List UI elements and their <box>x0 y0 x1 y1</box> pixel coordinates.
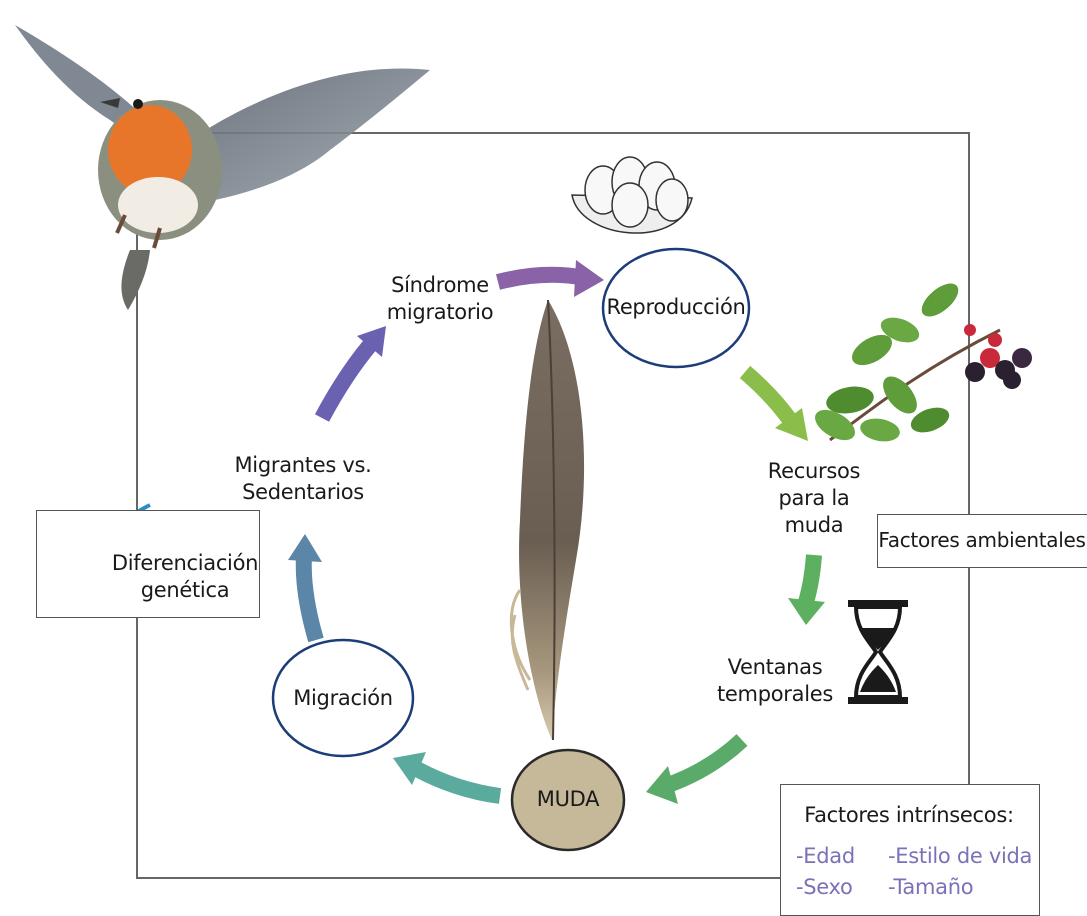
hourglass-icon <box>848 600 908 704</box>
feather-illustration <box>511 300 584 740</box>
arrow-migrantes-to-sindrome <box>322 326 386 418</box>
nest-eggs-illustration <box>572 157 692 233</box>
arrow-recursos-to-ventanas <box>788 555 825 625</box>
sindrome-migratorio-label: Síndrome migratorio <box>370 272 510 326</box>
arrow-migracion-to-migrantes <box>288 534 322 640</box>
arrow-reproduccion-to-recursos <box>745 372 808 441</box>
migracion-label: Migración <box>278 685 408 712</box>
diferenciacion-genetica-label: Diferenciación genética <box>110 550 260 604</box>
muda-label: MUDA <box>518 786 618 813</box>
sindrome-line1: Síndrome <box>370 272 510 299</box>
recursos-muda-label: Recursos para la muda <box>764 458 864 539</box>
ventanas-line1: Ventanas <box>710 654 840 681</box>
arrow-sindrome-to-reproduccion <box>498 260 604 297</box>
robin-bird-illustration <box>15 25 430 310</box>
intrinseco-edad: -Edad <box>796 843 876 870</box>
migrantes-sedentarios-label: Migrantes vs. Sedentarios <box>228 452 378 506</box>
arrow-muda-to-migracion <box>393 752 500 796</box>
intrinseco-tamano: -Tamaño <box>888 874 1034 901</box>
recursos-line2: para la <box>764 485 864 512</box>
ventanas-temporales-label: Ventanas temporales <box>710 654 840 708</box>
recursos-line3: muda <box>764 512 864 539</box>
intrinseco-estilo-de-vida: -Estilo de vida <box>888 843 1034 870</box>
diferenciacion-line2: genética <box>110 577 260 604</box>
migrantes-line1: Migrantes vs. <box>228 452 378 479</box>
factores-ambientales-label: Factores ambientales <box>877 527 1087 554</box>
arrow-ventanas-to-muda <box>646 740 742 804</box>
intrinseco-sexo: -Sexo <box>796 874 876 901</box>
factores-intrinsecos-title: Factores intrínsecos: <box>788 802 1030 829</box>
diferenciacion-line1: Diferenciación <box>110 550 260 577</box>
blackberry-branch-illustration <box>810 277 1032 446</box>
reproduccion-label: Reproducción <box>606 294 746 321</box>
sindrome-line2: migratorio <box>370 299 510 326</box>
ventanas-line2: temporales <box>710 681 840 708</box>
recursos-line1: Recursos <box>764 458 864 485</box>
migrantes-line2: Sedentarios <box>228 479 378 506</box>
